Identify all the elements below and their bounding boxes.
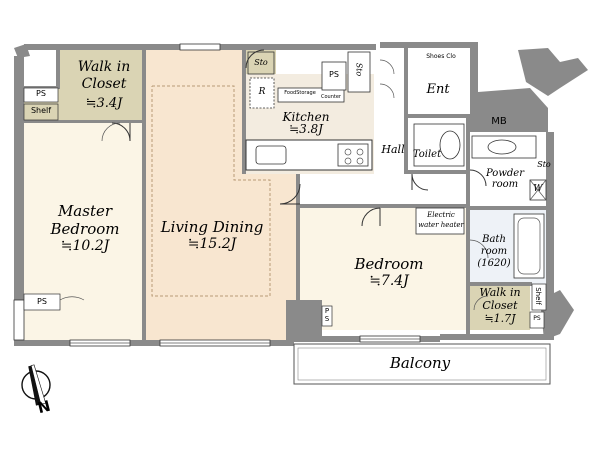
shoes-closet-label: Shoes Clo	[426, 53, 456, 60]
shelf-label-walkin: Shelf	[534, 287, 542, 305]
counter-label: Counter	[321, 94, 341, 100]
entrance-label: Ent	[426, 82, 450, 97]
food-storage-label: FoodStorage	[284, 90, 316, 96]
electric-water-heater-label: Electric water heater	[418, 211, 464, 229]
ps-label-bedroom: PS	[37, 297, 47, 306]
walk-in-closet-1-name: Walk in Closet	[77, 59, 131, 92]
compass	[21, 364, 51, 406]
sto-floor	[246, 50, 276, 74]
bedroom-area: ≒7.4J	[369, 273, 409, 289]
r-label: R	[258, 87, 266, 97]
walk-in-closet-2-name: Walk in Closet	[479, 286, 521, 312]
windows	[13, 43, 421, 347]
sto-label-2: Sto	[354, 62, 364, 77]
shoes-closet-floor	[374, 48, 404, 118]
ps-label-walkin: PS	[533, 315, 541, 322]
master-bedroom-name: Master Bedroom	[50, 202, 120, 238]
living-dining-name: Living Dining	[160, 218, 264, 236]
compass-north-label: N	[35, 396, 53, 418]
bathroom-fixtures	[413, 123, 547, 279]
sto-label-1: Sto	[254, 58, 268, 67]
kitchen-name: Kitchen	[282, 110, 330, 124]
living-dining-area: ≒15.2J	[187, 236, 237, 252]
utility-boxes	[23, 87, 547, 329]
sto-label-3: Sto	[537, 160, 551, 169]
bathroom-name: Bath room (1620)	[477, 234, 511, 269]
ps-label-closet: PS	[36, 89, 46, 98]
doors	[59, 49, 489, 311]
kitchen-fixtures	[245, 51, 373, 171]
toilet-label: Toilet	[412, 149, 442, 160]
master-bedroom-area: ≒10.2J	[60, 238, 110, 254]
hall-label: Hall	[381, 143, 405, 156]
walk-in-closet-2-floor	[470, 284, 530, 330]
balcony-name: Balcony	[389, 354, 451, 372]
w-label: W	[533, 184, 543, 194]
living-dashed-outline	[151, 85, 271, 297]
balcony-outline	[293, 343, 551, 385]
walk-in-closet-1-area: ≒3.4J	[85, 96, 123, 111]
ps-label-kitchen: PS	[329, 70, 339, 79]
powder-room-label: Powder room	[485, 168, 524, 190]
walk-in-closet-1-floor	[60, 50, 146, 120]
s-label: S	[324, 315, 330, 323]
kitchen-area: ≒3.8J	[289, 122, 323, 136]
bedroom-name: Bedroom	[354, 255, 424, 273]
shelf-label-closet: Shelf	[30, 106, 52, 115]
walk-in-closet-2-area: ≒1.7J	[484, 312, 516, 325]
mb-label: MB	[491, 116, 507, 127]
living-dining-floor	[146, 50, 246, 342]
entrance-floor	[404, 62, 468, 118]
p-label: P	[324, 307, 330, 315]
